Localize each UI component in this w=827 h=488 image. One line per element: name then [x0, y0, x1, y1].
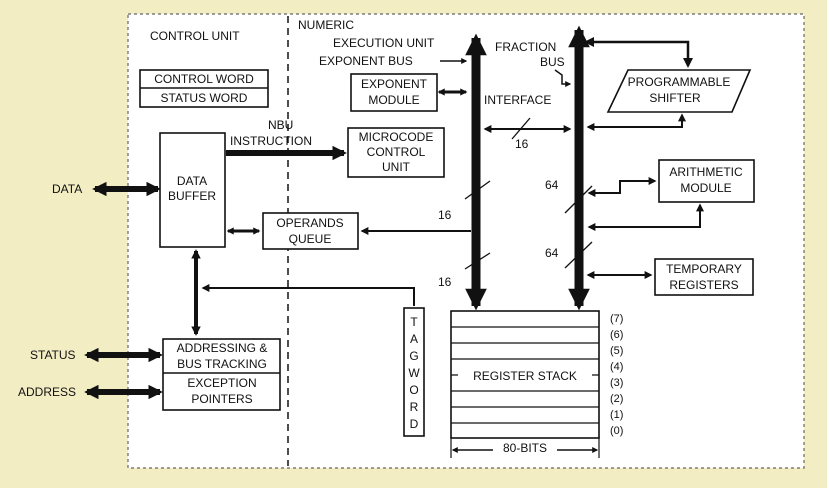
- microcode-line2: CONTROL: [367, 145, 426, 159]
- nbu-instruction-label: INSTRUCTION: [230, 134, 312, 148]
- register-index-6: (6): [610, 329, 623, 341]
- temporary-line2: REGISTERS: [669, 278, 738, 292]
- register-index-4: (4): [610, 361, 623, 373]
- fraction-bus-label-line1: FRACTION: [495, 40, 556, 54]
- interface-width-label: 16: [515, 137, 529, 151]
- data-buffer-line1: DATA: [177, 174, 207, 188]
- microcode-line1: MICROCODE: [359, 130, 434, 144]
- shifter-line2: SHIFTER: [649, 91, 701, 105]
- exponent-bus-label: EXPONENT BUS: [319, 54, 413, 68]
- operands-queue: OPERANDS QUEUE: [262, 212, 359, 250]
- microcode-line3: UNIT: [382, 160, 411, 174]
- status-word-label: STATUS WORD: [161, 91, 248, 105]
- temporary-registers: TEMPORARY REGISTERS: [654, 258, 754, 296]
- tag-letter-3: G: [409, 349, 418, 363]
- numeric-title-line2: EXECUTION UNIT: [333, 36, 435, 50]
- fraction-bus-label-line2: BUS: [540, 55, 565, 69]
- temporary-line1: TEMPORARY: [666, 262, 742, 276]
- arith-width-label: 64: [545, 178, 559, 192]
- exponent-module: EXPONENT MODULE: [350, 73, 438, 112]
- operands-line2: QUEUE: [289, 232, 332, 246]
- register-index-7: (7): [610, 313, 623, 325]
- operands-line1: OPERANDS: [276, 216, 343, 230]
- register-index-1: (1): [610, 409, 623, 421]
- shifter-top-link: [584, 37, 693, 68]
- exponent-module-line1: EXPONENT: [361, 77, 428, 91]
- register-stack-label: REGISTER STACK: [473, 369, 577, 383]
- register-index-5: (5): [610, 345, 623, 357]
- addressing-block: ADDRESSING & BUS TRACKING EXCEPTION POIN…: [162, 338, 281, 411]
- arithmetic-line1: ARITHMETIC: [669, 165, 743, 179]
- tag-letter-2: A: [410, 332, 418, 346]
- arithmetic-line2: MODULE: [680, 181, 731, 195]
- operands-width-label: 16: [438, 208, 452, 222]
- tag-letter-7: D: [410, 417, 419, 431]
- interface-label: INTERFACE: [484, 93, 551, 107]
- control-word-label: CONTROL WORD: [154, 72, 254, 86]
- microcode-control-unit: MICROCODE CONTROL UNIT: [347, 127, 445, 178]
- status-external-label: STATUS: [30, 348, 76, 362]
- data-external-label: DATA: [52, 182, 82, 196]
- nbu-label: NBU: [268, 118, 293, 132]
- register-index-2: (2): [610, 393, 623, 405]
- arithmetic-top-link: [587, 177, 657, 197]
- control-status-word: CONTROL WORD STATUS WORD: [139, 69, 269, 108]
- lower-width-label: 16: [438, 275, 452, 289]
- register-index-0: (0): [610, 425, 623, 437]
- programmable-shifter: PROGRAMMABLE SHIFTER: [606, 69, 752, 113]
- temp-width-label: 64: [545, 246, 559, 260]
- register-stack: REGISTER STACK: [450, 310, 600, 439]
- exception-line1: EXCEPTION: [187, 376, 256, 390]
- exponent-module-line2: MODULE: [368, 93, 419, 107]
- exception-line2: POINTERS: [191, 392, 252, 406]
- addressing-line1: ADDRESSING &: [177, 341, 268, 355]
- addressing-line2: BUS TRACKING: [177, 357, 267, 371]
- register-index-3: (3): [610, 377, 623, 389]
- tag-letter-1: T: [410, 315, 418, 329]
- arithmetic-module: ARITHMETIC MODULE: [658, 159, 755, 203]
- tag-letter-5: O: [409, 383, 418, 397]
- arithmetic-bottom-link: [587, 203, 704, 231]
- tag-letter-4: W: [408, 366, 420, 380]
- shifter-line1: PROGRAMMABLE: [628, 75, 731, 89]
- control-unit-title: CONTROL UNIT: [150, 29, 240, 43]
- tag-word: T A G W O R D: [403, 307, 425, 437]
- shifter-bottom-link: [586, 113, 686, 131]
- data-buffer: DATA BUFFER: [159, 132, 226, 248]
- address-external-label: ADDRESS: [18, 385, 76, 399]
- data-buffer-line2: BUFFER: [168, 189, 216, 203]
- stack-width-label: 80-BITS: [503, 441, 547, 455]
- tag-letter-6: R: [410, 400, 419, 414]
- tag-word-link: [201, 284, 415, 306]
- numeric-title-line1: NUMERIC: [298, 18, 354, 32]
